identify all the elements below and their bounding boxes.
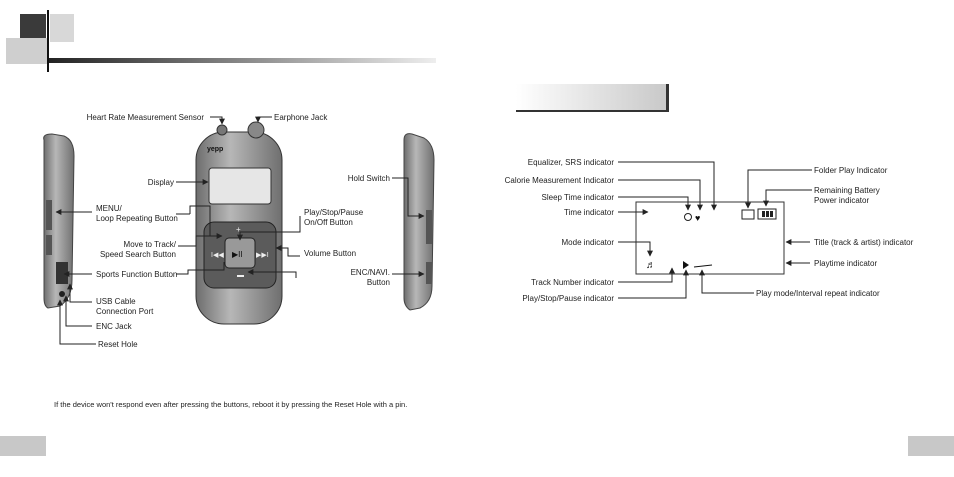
svg-text:▶▶I: ▶▶I <box>256 252 269 259</box>
label-enc-navi-button: ENC/NAVI. Button <box>350 268 390 287</box>
label-time-indicator: Time indicator <box>564 208 614 217</box>
section-title-bar <box>516 84 669 112</box>
lcd-panel: ♥ ♬ <box>635 201 785 275</box>
label-hold-switch: Hold Switch <box>347 174 390 183</box>
label-menu-button: MENU/ Loop Repeating Button <box>96 204 178 223</box>
label-battery-indicator: Remaining Battery Power indicator <box>814 186 880 205</box>
label-playstop-indicator: Play/Stop/Pause indicator <box>522 294 614 303</box>
reset-note: If the device won't respond even after p… <box>54 400 408 409</box>
label-heart-rate-sensor: Heart Rate Measurement Sensor <box>86 113 204 122</box>
label-volume-button: Volume Button <box>304 249 357 258</box>
page-tab-right <box>908 436 954 456</box>
label-mode-indicator: Mode indicator <box>561 238 614 247</box>
page-header-decoration <box>6 10 436 72</box>
page-tab-left <box>0 436 46 456</box>
device-side-view-right <box>403 133 435 311</box>
label-equalizer-indicator: Equalizer, SRS indicator <box>527 158 614 167</box>
label-title-indicator: Title (track & artist) indicator <box>814 238 914 247</box>
label-reset-hole: Reset Hole <box>98 340 138 349</box>
svg-text:♬: ♬ <box>646 260 656 271</box>
label-track-indicator: Track Number indicator <box>531 278 614 287</box>
label-display: Display <box>147 178 174 187</box>
label-move-button: Move to Track/ Speed Search Button <box>99 240 176 259</box>
label-usb-port: USB Cable Connection Port <box>96 297 154 316</box>
svg-text:+: + <box>236 225 241 234</box>
device-side-view-left <box>43 133 75 309</box>
right-leader-lines <box>618 161 812 299</box>
label-playtime-indicator: Playtime indicator <box>814 259 878 268</box>
left-leader-lines <box>55 116 425 345</box>
label-earphone-jack: Earphone Jack <box>274 113 328 122</box>
label-sleep-indicator: Sleep Time indicator <box>541 193 614 202</box>
device-front-view: yepp ▶II I◀◀ ▶▶I + <box>195 121 283 325</box>
svg-text:yepp: yepp <box>207 146 223 153</box>
svg-text:▶II: ▶II <box>232 250 243 259</box>
svg-text:I◀◀: I◀◀ <box>211 252 224 259</box>
label-playmode-indicator: Play mode/Interval repeat indicator <box>756 289 880 298</box>
label-enc-jack: ENC Jack <box>96 322 132 331</box>
label-calorie-indicator: Calorie Measurement Indicator <box>504 176 614 185</box>
svg-text:♥: ♥ <box>695 213 700 223</box>
label-sports-button: Sports Function Button <box>96 270 178 279</box>
label-play-button: Play/Stop/Pause On/Off Button <box>304 208 364 227</box>
label-folder-indicator: Folder Play Indicator <box>814 166 888 175</box>
